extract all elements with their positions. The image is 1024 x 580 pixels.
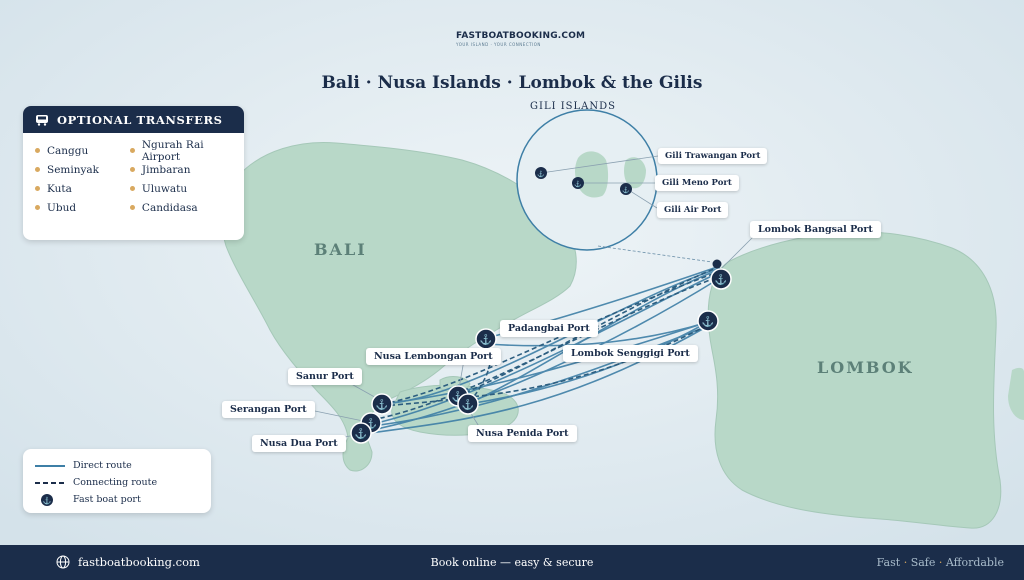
- footer-slogan: Fast · Safe · Affordable: [876, 556, 1004, 569]
- optional-transfers-card: OPTIONAL TRANSFERS Canggu Seminyak Kuta …: [23, 106, 244, 240]
- transfer-item: Ngurah Rai Airport: [129, 139, 244, 163]
- lombok-island: [707, 231, 1002, 529]
- lombok-bangsal-small-marker: [712, 259, 722, 269]
- svg-text:⚓: ⚓: [376, 398, 388, 411]
- gili-meno-marker: ⚓: [572, 177, 584, 189]
- gili-trawangan-island: [575, 151, 609, 198]
- port-markers: ⚓ ⚓ ⚓ ⚓ ⚓ ⚓ ⚓ ⚓ ⚓ ⚓ ⚓: [350, 167, 732, 444]
- padangbai-marker: ⚓: [475, 328, 497, 350]
- nusa-dua-marker: ⚓: [350, 422, 372, 444]
- transfers-heading: OPTIONAL TRANSFERS: [57, 112, 223, 127]
- port-label-nusa-lembongan[interactable]: Nusa Lembongan Port: [366, 348, 501, 365]
- lombok-label: LOMBOK: [817, 358, 914, 377]
- bullet-icon: [35, 148, 40, 153]
- brand-logo[interactable]: FASTBOATBOOKING.COM YOUR ISLAND · YOUR C…: [444, 26, 586, 52]
- svg-text:⚓: ⚓: [480, 333, 492, 346]
- bullet-icon: [35, 167, 40, 172]
- transfer-item: Seminyak: [35, 160, 130, 179]
- svg-text:⚓: ⚓: [355, 427, 367, 440]
- globe-icon: [56, 555, 70, 569]
- port-label-gili-air[interactable]: Gili Air Port: [657, 202, 729, 218]
- transfer-item: Kuta: [35, 179, 130, 198]
- logo-name: FASTBOATBOOKING.COM: [456, 30, 586, 41]
- port-label-lombok-senggigi[interactable]: Lombok Senggigi Port: [563, 345, 698, 362]
- legend-direct: Direct route: [35, 457, 211, 474]
- bus-icon: [36, 114, 48, 126]
- direct-route-swatch: [35, 464, 65, 467]
- gili-air-marker: ⚓: [620, 183, 632, 195]
- gili-meno-island: [624, 157, 646, 189]
- transfer-item: Canggu: [35, 141, 130, 160]
- transfer-item: Ubud: [35, 198, 130, 217]
- bali-label: BALI: [314, 240, 367, 259]
- svg-text:⚓: ⚓: [702, 315, 714, 328]
- connecting-route-swatch: [35, 481, 65, 484]
- svg-text:⚓: ⚓: [622, 186, 629, 194]
- logo-tagline: YOUR ISLAND · YOUR CONNECTION: [456, 41, 541, 47]
- transfer-item: Uluwatu: [129, 179, 244, 198]
- sanur-marker: ⚓: [371, 393, 393, 415]
- lombok-bangsal-marker: ⚓: [710, 268, 732, 290]
- port-label-gili-trawangan[interactable]: Gili Trawangan Port: [658, 148, 768, 164]
- svg-text:⚓: ⚓: [537, 170, 544, 178]
- legend-connecting: Connecting route: [35, 474, 211, 491]
- bullet-icon: [35, 186, 40, 191]
- nusa-penida-marker: ⚓: [457, 393, 479, 415]
- port-label-sanur[interactable]: Sanur Port: [288, 368, 362, 385]
- bullet-icon: [129, 148, 135, 153]
- footer-site-link[interactable]: fastboatbooking.com: [56, 555, 200, 569]
- gili-trawangan-marker: ⚓: [535, 167, 547, 179]
- svg-text:⚓: ⚓: [715, 273, 727, 286]
- bullet-icon: [129, 167, 135, 172]
- anchor-icon: ⚓: [41, 493, 53, 506]
- bali-island: [221, 142, 577, 472]
- gili-islands-label: GILI ISLANDS: [530, 101, 616, 112]
- bullet-icon: [129, 205, 135, 210]
- port-label-nusa-penida[interactable]: Nusa Penida Port: [468, 425, 577, 442]
- transfer-item: Candidasa: [129, 198, 244, 217]
- port-label-padangbai[interactable]: Padangbai Port: [500, 320, 598, 337]
- lombok-senggigi-marker: ⚓: [697, 310, 719, 332]
- legend-port: ⚓ Fast boat port: [35, 491, 211, 508]
- bullet-icon: [129, 186, 135, 191]
- footer-bar: fastboatbooking.com Book online — easy &…: [0, 545, 1024, 580]
- bullet-icon: [35, 205, 40, 210]
- svg-text:⚓: ⚓: [462, 398, 474, 411]
- sumbawa-edge: [1008, 367, 1024, 420]
- footer-tagline: Book online — easy & secure: [430, 556, 594, 569]
- port-label-lombok-bangsal[interactable]: Lombok Bangsal Port: [750, 221, 881, 238]
- transfer-item: Jimbaran: [129, 160, 244, 179]
- map-legend: Direct route Connecting route ⚓ Fast boa…: [23, 449, 211, 513]
- port-label-serangan[interactable]: Serangan Port: [222, 401, 315, 418]
- port-label-nusa-dua[interactable]: Nusa Dua Port: [252, 435, 346, 452]
- port-label-gili-meno[interactable]: Gili Meno Port: [655, 175, 739, 191]
- svg-text:⚓: ⚓: [574, 180, 581, 188]
- map-title: Bali · Nusa Islands · Lombok & the Gilis: [321, 73, 703, 93]
- svg-text:⚓: ⚓: [43, 496, 52, 505]
